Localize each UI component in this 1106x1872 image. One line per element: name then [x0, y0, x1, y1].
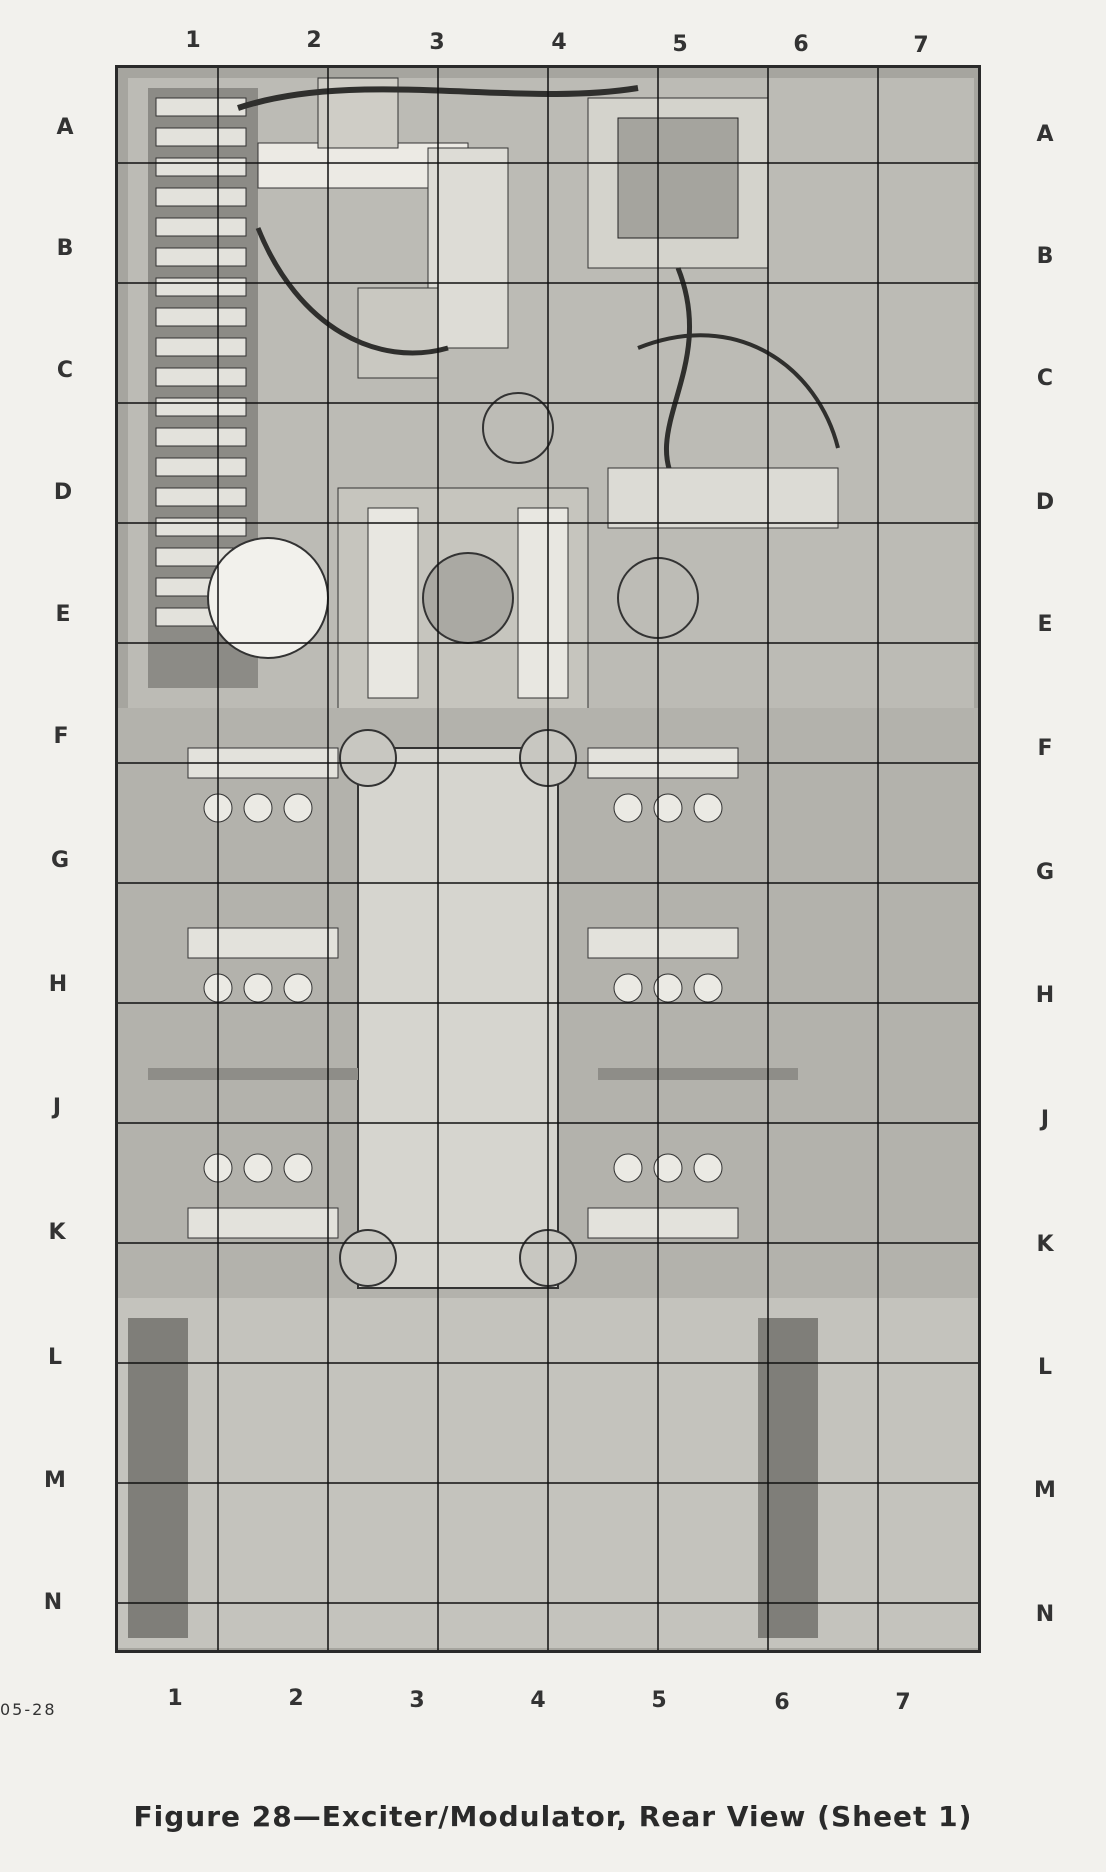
chassis-illustration [118, 68, 978, 1650]
row-label-left: N [43, 1590, 63, 1615]
col-label-bottom: 7 [895, 1690, 911, 1715]
row-label-left: D [53, 480, 73, 505]
row-label-left: K [48, 1220, 66, 1245]
col-label-top: 7 [913, 33, 929, 58]
col-label-bottom: 1 [167, 1686, 183, 1711]
row-label-right: F [1037, 736, 1053, 761]
col-label-top: 1 [185, 28, 201, 53]
col-label-bottom: 4 [530, 1688, 546, 1713]
col-label-top: 4 [551, 30, 567, 55]
row-label-right: C [1036, 366, 1054, 391]
row-label-left: E [55, 602, 71, 627]
col-label-top: 2 [306, 28, 322, 53]
col-label-top: 3 [429, 30, 445, 55]
row-label-left: L [47, 1345, 63, 1370]
row-label-right: G [1035, 860, 1055, 885]
row-label-left: F [53, 724, 69, 749]
row-label-right: E [1037, 612, 1053, 637]
row-label-left: B [56, 236, 74, 261]
row-label-right: B [1036, 244, 1054, 269]
col-label-bottom: 5 [651, 1688, 667, 1713]
row-label-right: H [1035, 983, 1055, 1008]
row-label-right: K [1036, 1232, 1054, 1257]
row-label-right: N [1035, 1602, 1055, 1627]
col-label-bottom: 6 [774, 1690, 790, 1715]
row-label-left: G [50, 848, 70, 873]
col-label-top: 5 [672, 32, 688, 57]
row-label-left: C [56, 358, 74, 383]
col-label-bottom: 3 [409, 1688, 425, 1713]
col-label-bottom: 2 [288, 1686, 304, 1711]
row-label-right: M [1034, 1478, 1056, 1503]
chassis-photo [115, 65, 981, 1653]
figure-id: 05-28 [0, 1700, 57, 1719]
locator-grid [118, 68, 978, 1650]
row-label-right: D [1035, 490, 1055, 515]
row-label-right: J [1040, 1107, 1050, 1132]
col-label-top: 6 [793, 32, 809, 57]
row-label-right: A [1036, 122, 1054, 147]
row-label-left: H [48, 972, 68, 997]
row-label-left: M [44, 1468, 66, 1493]
row-label-left: A [56, 115, 74, 140]
row-label-right: L [1037, 1355, 1053, 1380]
row-label-left: J [52, 1095, 62, 1120]
figure-caption: Figure 28—Exciter/Modulator, Rear View (… [133, 1800, 973, 1833]
